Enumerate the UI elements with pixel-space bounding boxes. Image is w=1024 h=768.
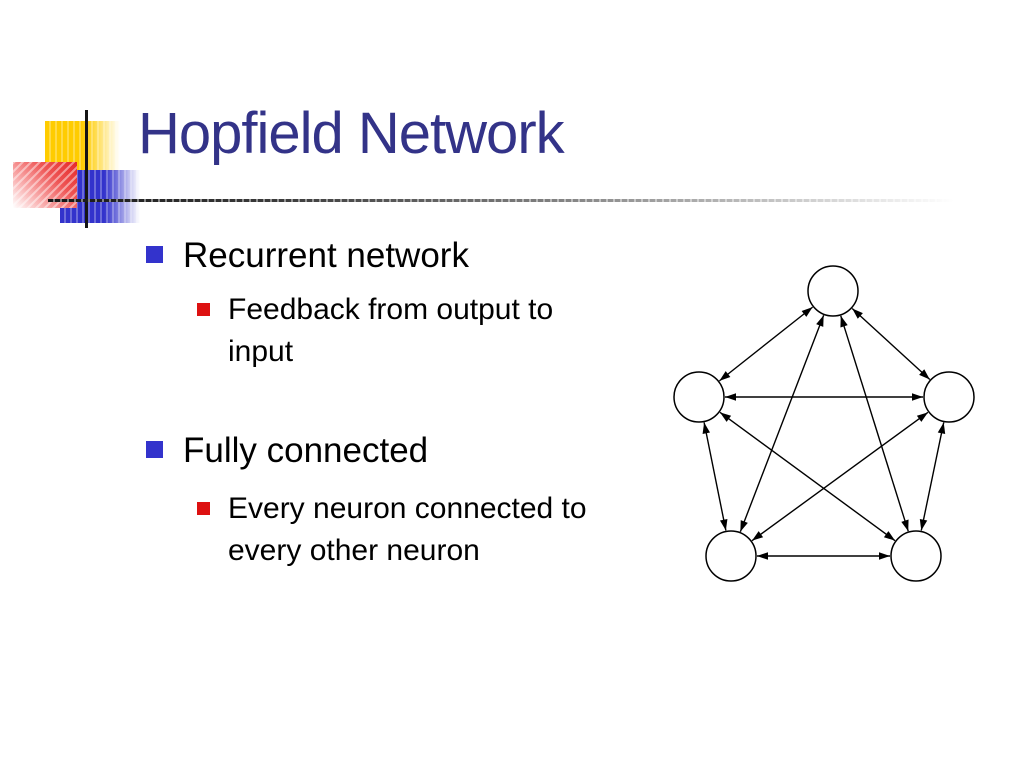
neuron-node xyxy=(923,371,975,423)
sub-bullet-square-icon xyxy=(197,303,210,316)
arrowhead-icon xyxy=(879,552,890,560)
connection-arrow xyxy=(719,411,896,542)
arrowhead-icon xyxy=(801,307,813,317)
arrowhead-icon xyxy=(719,371,731,381)
bullet-item-fully-connected: Fully connected xyxy=(146,429,428,473)
arrowhead-icon xyxy=(883,531,896,541)
arrowhead-icon xyxy=(919,369,930,380)
bullet-item-recurrent-network: Recurrent network xyxy=(146,234,469,278)
arrowhead-icon xyxy=(916,412,928,422)
bullet-square-icon xyxy=(146,246,163,263)
connection-arrow xyxy=(840,315,909,532)
neuron-node xyxy=(890,530,942,582)
arrowhead-icon xyxy=(719,412,732,422)
arrowhead-icon xyxy=(725,393,736,401)
deco-vertical-line xyxy=(85,110,88,228)
arrowhead-icon xyxy=(719,518,728,531)
sub-bullet-line: input xyxy=(228,335,294,368)
neuron-node xyxy=(673,371,725,423)
sub-bullet-item-every-neuron: Every neuron connected to every other ne… xyxy=(197,488,587,572)
connection-arrow xyxy=(703,422,727,531)
neuron-node xyxy=(807,265,859,317)
bullet-square-icon xyxy=(146,441,163,458)
bullet-label: Fully connected xyxy=(183,431,429,470)
connection-arrow xyxy=(739,315,825,532)
sub-bullet-text: Feedback from output to input xyxy=(228,289,553,373)
arrowhead-icon xyxy=(702,422,711,435)
arrowhead-icon xyxy=(937,422,946,435)
arrowhead-icon xyxy=(740,520,748,532)
sub-bullet-line: Every neuron connected to xyxy=(228,492,587,525)
arrowhead-icon xyxy=(757,552,768,560)
arrowhead-icon xyxy=(852,308,863,319)
connection-arrow xyxy=(920,422,945,531)
sub-bullet-text: Every neuron connected to every other ne… xyxy=(228,488,587,572)
page-title: Hopfield Network xyxy=(138,101,565,166)
sub-bullet-item-feedback: Feedback from output to input xyxy=(197,289,553,373)
connection-arrow xyxy=(718,306,814,382)
connection-arrow xyxy=(751,411,929,542)
arrowhead-icon xyxy=(901,519,909,532)
sub-bullet-square-icon xyxy=(197,502,210,515)
arrowhead-icon xyxy=(816,315,824,327)
arrowhead-icon xyxy=(752,531,764,541)
bullet-label: Recurrent network xyxy=(183,236,469,275)
sub-bullet-line: every other neuron xyxy=(228,534,480,567)
neuron-node xyxy=(705,530,757,582)
arrowhead-icon xyxy=(912,393,923,401)
sub-bullet-line: Feedback from output to xyxy=(228,293,554,326)
connection-arrow xyxy=(851,308,931,380)
title-underline xyxy=(48,199,954,202)
arrowhead-icon xyxy=(919,518,928,531)
arrowhead-icon xyxy=(840,315,848,328)
